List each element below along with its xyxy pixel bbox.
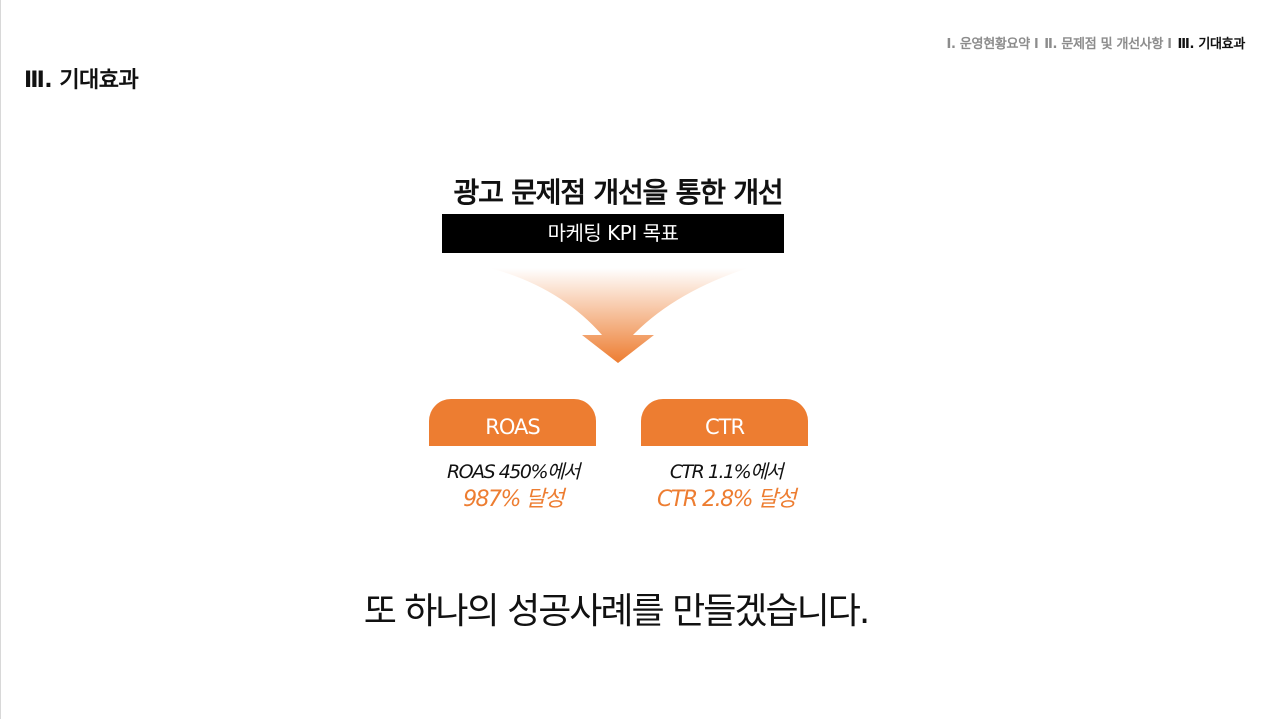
ctr-description: CTR 1.1%에서 CTR 2.8% 달성 xyxy=(616,458,836,514)
section-nav: Ⅰ. 운영현황요약 l Ⅱ. 문제점 및 개선사항 l Ⅲ. 기대효과 xyxy=(947,33,1246,52)
ctr-to: CTR 2.8% 달성 xyxy=(657,487,796,512)
page-title: Ⅲ. 기대효과 xyxy=(24,68,139,93)
ctr-from: CTR 1.1%에서 xyxy=(669,461,784,483)
closing-statement: 또 하나의 성공사례를 만들겠습니다. xyxy=(363,591,871,632)
down-arrow-icon xyxy=(490,268,748,363)
headline: 광고 문제점 개선을 통한 개선 xyxy=(453,176,784,209)
kpi-card-ctr: CTR xyxy=(641,399,808,446)
roas-to: 987% 달성 xyxy=(463,487,564,512)
nav-item-expected-effects[interactable]: Ⅲ. 기대효과 xyxy=(1177,37,1246,52)
roas-from: ROAS 450%에서 xyxy=(446,461,581,483)
nav-item-issues[interactable]: Ⅱ. 문제점 및 개선사항 l xyxy=(1044,37,1172,52)
kpi-label: 마케팅 KPI 목표 xyxy=(442,214,784,253)
kpi-card-roas: ROAS xyxy=(429,399,596,446)
nav-item-summary[interactable]: Ⅰ. 운영현황요약 l xyxy=(946,37,1039,52)
roas-description: ROAS 450%에서 987% 달성 xyxy=(403,458,623,514)
slide-border xyxy=(0,0,1,719)
